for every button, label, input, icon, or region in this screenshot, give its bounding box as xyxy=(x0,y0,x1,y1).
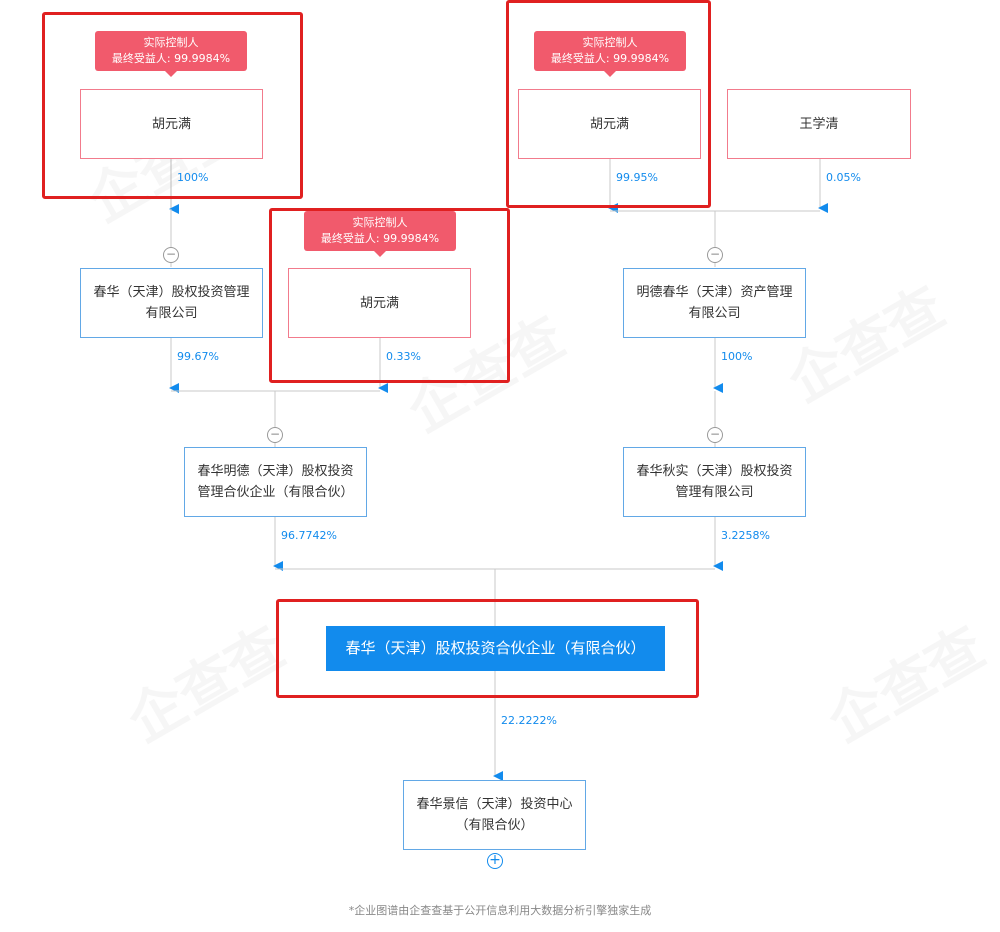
node-label: 胡元满 xyxy=(151,116,191,132)
share-percentage: 3.2258% xyxy=(721,529,770,542)
target-company-node[interactable]: 春华（天津）股权投资合伙企业（有限合伙） xyxy=(326,626,665,671)
share-percentage: 96.7742% xyxy=(281,529,337,542)
shareholder-node-wang-xueqing[interactable]: 王学清 xyxy=(727,89,911,159)
company-node-chunhua-jingxin[interactable]: 春华景信（天津）投资中心（有限合伙） xyxy=(403,780,586,850)
badge-beneficiary: 最终受益人: 99.9984% xyxy=(550,52,670,65)
company-node-mingde-chunhua[interactable]: 明德春华（天津）资产管理有限公司 xyxy=(623,268,806,338)
company-node-chunhua-mgmt[interactable]: 春华（天津）股权投资管理有限公司 xyxy=(80,268,263,338)
node-label: 春华明德（天津）股权投资管理合伙企业（有限合伙） xyxy=(197,464,354,500)
collapse-toggle-icon[interactable]: − xyxy=(707,247,723,263)
share-percentage: 100% xyxy=(721,350,753,363)
node-label: 春华（天津）股权投资合伙企业（有限合伙） xyxy=(345,639,646,657)
node-label: 胡元满 xyxy=(359,295,399,311)
share-percentage: 0.05% xyxy=(826,171,861,184)
collapse-toggle-icon[interactable]: − xyxy=(707,427,723,443)
badge-role: 实际控制人 xyxy=(352,216,408,229)
controller-badge: 实际控制人 最终受益人: 99.9984% xyxy=(95,31,247,77)
controller-badge: 实际控制人 最终受益人: 99.9984% xyxy=(534,31,686,77)
collapse-toggle-icon[interactable]: − xyxy=(267,427,283,443)
badge-beneficiary: 最终受益人: 99.9984% xyxy=(320,232,440,245)
node-label: 春华秋实（天津）股权投资管理有限公司 xyxy=(636,464,793,500)
shareholder-node-hu-yuanman[interactable]: 胡元满 xyxy=(288,268,471,338)
share-percentage: 22.2222% xyxy=(501,714,557,727)
badge-beneficiary: 最终受益人: 99.9984% xyxy=(111,52,231,65)
share-percentage: 99.95% xyxy=(616,171,658,184)
share-percentage: 100% xyxy=(177,171,209,184)
footer-note: *企业图谱由企查查基于公开信息利用大数据分析引擎独家生成 xyxy=(348,904,652,917)
badge-role: 实际控制人 xyxy=(582,36,638,49)
share-percentage: 99.67% xyxy=(177,350,219,363)
node-label: 春华（天津）股权投资管理有限公司 xyxy=(93,285,250,321)
node-label: 王学清 xyxy=(799,116,839,132)
node-label: 春华景信（天津）投资中心（有限合伙） xyxy=(416,797,573,833)
expand-toggle-icon[interactable]: + xyxy=(487,853,503,869)
share-percentage: 0.33% xyxy=(386,350,421,363)
node-label: 明德春华（天津）资产管理有限公司 xyxy=(636,285,793,321)
company-node-chunhua-qiushi[interactable]: 春华秋实（天津）股权投资管理有限公司 xyxy=(623,447,806,517)
collapse-toggle-icon[interactable]: − xyxy=(163,247,179,263)
shareholder-node-hu-yuanman[interactable]: 胡元满 xyxy=(518,89,701,159)
node-label: 胡元满 xyxy=(589,116,629,132)
badge-role: 实际控制人 xyxy=(143,36,199,49)
company-node-chunhua-mingde[interactable]: 春华明德（天津）股权投资管理合伙企业（有限合伙） xyxy=(184,447,367,517)
controller-badge: 实际控制人 最终受益人: 99.9984% xyxy=(304,211,456,257)
shareholder-node-hu-yuanman[interactable]: 胡元满 xyxy=(80,89,263,159)
